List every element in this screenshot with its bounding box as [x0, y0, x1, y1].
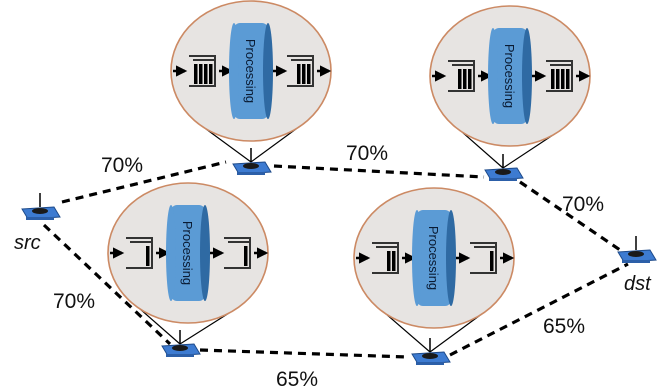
packet-bar — [199, 64, 203, 84]
label-bottom-right-dst: 65% — [543, 315, 585, 338]
link-src-top-left — [61, 160, 227, 204]
packet-bar — [556, 69, 560, 89]
router-src — [21, 193, 61, 220]
packet-bar — [551, 69, 555, 89]
output-queue — [224, 237, 251, 269]
router-top-right — [484, 154, 524, 181]
router-top-left — [232, 148, 272, 175]
processing-label: Processing — [502, 44, 517, 108]
processing-cylinder: Processing — [166, 205, 210, 301]
label-bottom-left-bottom-right: 65% — [276, 368, 318, 391]
link-top-right-dst — [519, 180, 621, 252]
router-dst — [617, 236, 657, 263]
processor-top-right: Processing — [429, 5, 591, 169]
router-bottom-left — [161, 330, 201, 357]
packet-bar — [302, 64, 306, 84]
label-src-top-left: 70% — [101, 154, 143, 177]
packet-bar — [204, 64, 208, 84]
packet-bar — [307, 64, 311, 84]
input-queue — [126, 237, 153, 269]
processor-bottom-left: Processing — [107, 182, 269, 345]
packet-bar — [561, 69, 565, 89]
packet-bar — [566, 69, 570, 89]
input-queue — [448, 60, 475, 92]
packet-bar — [468, 69, 472, 89]
input-queue — [189, 55, 216, 87]
link-bottom-right-dst — [449, 262, 629, 357]
processing-label: Processing — [180, 221, 195, 285]
network-links — [42, 160, 629, 359]
packet-bar — [244, 246, 248, 266]
packet-bar — [387, 251, 391, 271]
label-src-bottom-left: 70% — [53, 290, 95, 313]
packet-bar — [392, 251, 396, 271]
label-top-right-dst: 70% — [562, 193, 604, 216]
output-queue — [287, 55, 314, 87]
processing-cylinder: Processing — [488, 28, 532, 124]
packet-bar — [297, 64, 301, 84]
packet-bar — [490, 251, 494, 271]
output-queue — [470, 242, 497, 274]
processing-cylinder: Processing — [412, 210, 456, 306]
packet-bar — [458, 69, 462, 89]
link-top-left-top-right — [273, 164, 485, 179]
processing-label: Processing — [426, 226, 441, 290]
input-queue — [372, 242, 399, 274]
link-bottom-left-bottom-right — [199, 348, 409, 359]
packet-bar — [146, 246, 150, 266]
processing-label: Processing — [243, 39, 258, 103]
router-bottom-right — [411, 338, 451, 365]
node-label-dst: dst — [624, 273, 652, 295]
packet-bar — [463, 69, 467, 89]
packet-bar — [194, 64, 198, 84]
processor-bottom-right: Processing — [353, 187, 515, 353]
processing-cylinder: Processing — [229, 23, 273, 119]
node-label-src: src — [14, 232, 41, 254]
pointer-line — [138, 307, 181, 345]
label-top-left-top-right: 70% — [346, 142, 388, 165]
pointer-line — [460, 130, 504, 169]
packet-bar — [209, 64, 213, 84]
link-src-bottom-left — [42, 223, 172, 346]
output-queue — [546, 60, 573, 92]
pointer-line — [384, 312, 431, 353]
processor-top-left: Processing — [170, 0, 332, 163]
